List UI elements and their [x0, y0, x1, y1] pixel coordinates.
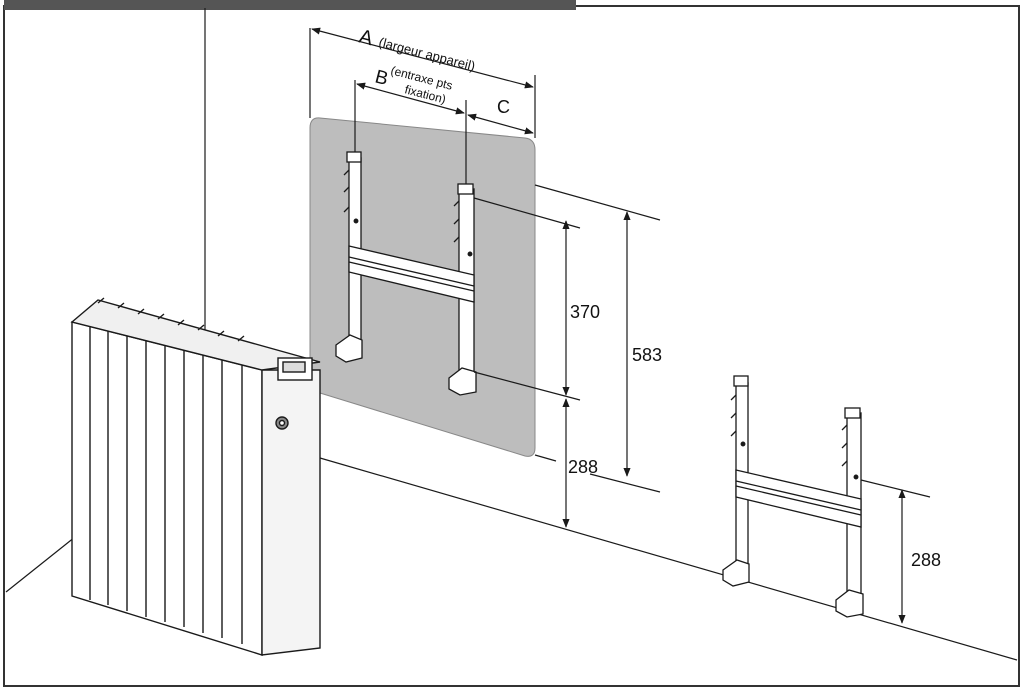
- label-b-letter: B: [373, 67, 391, 91]
- label-dim-288-right: 288: [911, 550, 941, 570]
- standalone-bracket: [722, 375, 864, 618]
- dimension-lines: [309, 27, 931, 624]
- label-dim-288-left: 288: [568, 457, 598, 477]
- wall-bracket: [335, 151, 477, 396]
- label-a-letter: A: [357, 26, 376, 51]
- label-dim-583: 583: [632, 345, 662, 365]
- label-c-letter: C: [497, 97, 510, 117]
- header-bar: [4, 0, 576, 10]
- radiator: [70, 297, 321, 656]
- label-dim-370: 370: [570, 302, 600, 322]
